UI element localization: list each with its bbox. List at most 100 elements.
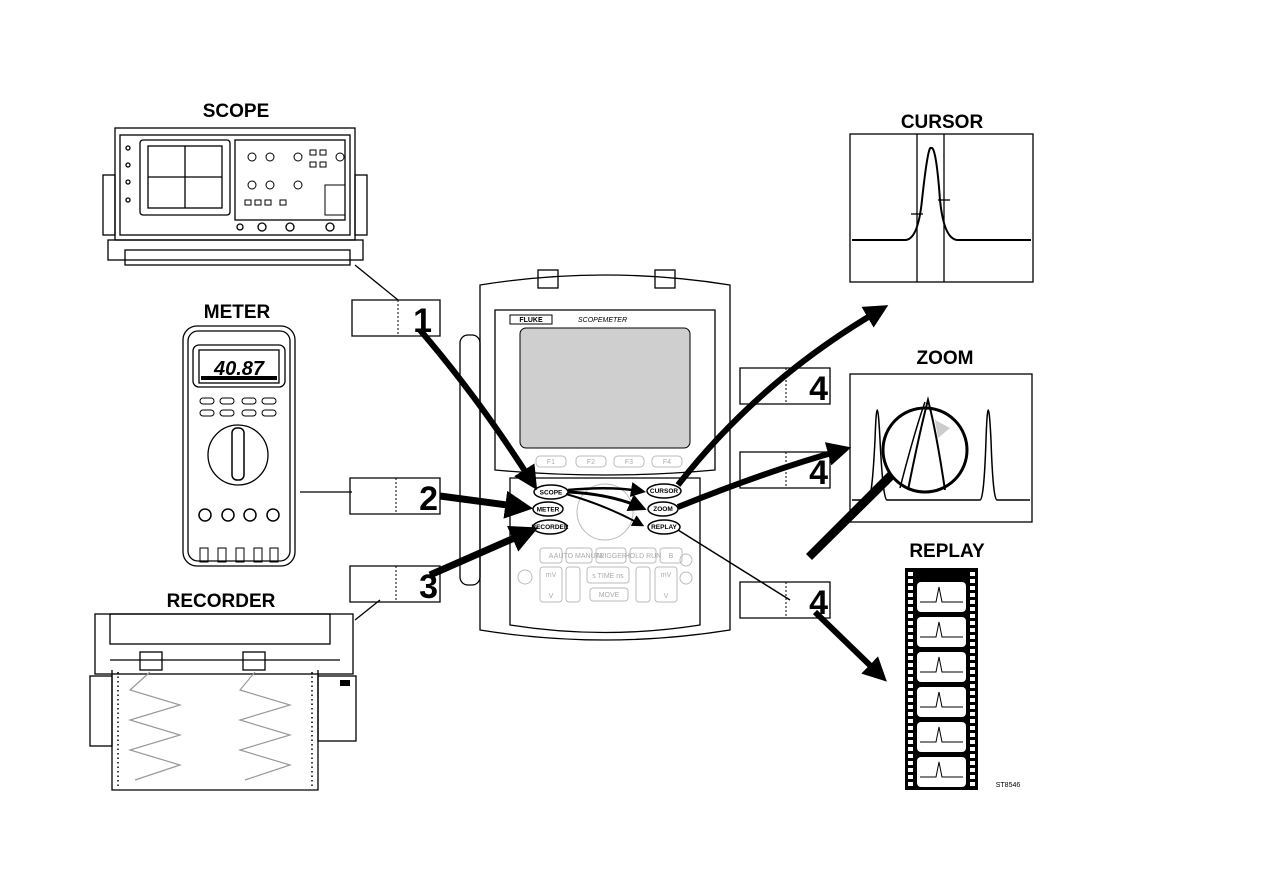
meter-button[interactable]: METER [532, 501, 564, 517]
film-perforation [970, 691, 975, 695]
zoom-button[interactable]: ZOOM [647, 501, 679, 517]
frame-waveform [920, 586, 963, 603]
arrow-scope-to-replay [565, 493, 645, 527]
film-perforation [908, 586, 913, 590]
chart-recorder-illustration [89, 613, 357, 791]
film-perforation [970, 607, 975, 611]
film-perforation [970, 768, 975, 772]
mv-left-label: mV [546, 572, 557, 579]
time-key[interactable] [586, 566, 630, 584]
meter-display-value: 40.87 [213, 358, 265, 380]
film-perforation [970, 719, 975, 723]
zoom-button-label: ZOOM [653, 506, 673, 513]
move-b-key[interactable] [635, 566, 651, 603]
time-label: s TIME ns [592, 573, 624, 580]
f1-key[interactable] [535, 455, 567, 468]
hold-run-key[interactable] [629, 547, 657, 564]
film-perforation [908, 635, 913, 639]
film-perforation [970, 600, 975, 604]
save-print-key[interactable] [679, 553, 693, 567]
cursor-button[interactable]: CURSOR [646, 483, 682, 499]
film-perforation [970, 775, 975, 779]
film-perforation [970, 586, 975, 590]
step-tab-2: 2 [349, 477, 441, 518]
film-perforation [970, 782, 975, 786]
zoom-view [806, 373, 1033, 560]
arrow-to-cursor-view [675, 305, 889, 487]
range-b-key[interactable] [654, 566, 678, 603]
film-perforation [970, 677, 975, 681]
film-perforation [970, 656, 975, 660]
scope-button-label: SCOPE [540, 490, 563, 497]
cursor-view [849, 133, 1034, 283]
film-perforation [908, 607, 913, 611]
trigger-label: TRIGGER [595, 553, 627, 560]
film-perforation [970, 740, 975, 744]
a-key[interactable] [539, 547, 563, 564]
film-perforation [908, 705, 913, 709]
film-perforation [908, 642, 913, 646]
cursor-title: CURSOR [901, 112, 984, 133]
v-left-label: V [549, 593, 554, 600]
step-number: 4 [809, 370, 828, 408]
arrow-to-recorder [428, 525, 539, 579]
film-perforation [908, 726, 913, 730]
f4-key[interactable] [651, 455, 683, 468]
film-perforation [908, 712, 913, 716]
trigger-key[interactable] [595, 547, 627, 564]
meter-title: METER [204, 302, 271, 323]
move-key[interactable] [589, 587, 629, 602]
scope-button[interactable]: SCOPE [533, 484, 569, 500]
v-right-label: V [664, 593, 669, 600]
mv-right-label: mV [661, 572, 672, 579]
f2-key[interactable] [575, 455, 607, 468]
film-perforation [970, 572, 975, 576]
power-button[interactable] [517, 569, 533, 585]
film-perforation [908, 761, 913, 765]
range-a-key[interactable] [539, 566, 563, 603]
film-perforation [908, 593, 913, 597]
keypad [517, 547, 693, 603]
arrow-to-zoom-view [676, 442, 852, 510]
keypad-labels: A AUTO MANUAL TRIGGER HOLD RUN B mV V s … [546, 553, 674, 600]
step-number: 4 [809, 454, 828, 492]
film-perforation [970, 712, 975, 716]
auto-manual-label: AUTO MANUAL [554, 553, 605, 560]
scope-title: SCOPE [203, 101, 270, 122]
function-keys: F1 F2 F3 F4 [535, 455, 683, 468]
recorder-button[interactable]: RECORDER [531, 519, 569, 535]
recorder-title: RECORDER [167, 591, 276, 612]
recorder-button-label: RECORDER [531, 524, 569, 531]
film-perforation [970, 733, 975, 737]
step-number: 2 [419, 480, 438, 518]
film-perforation [970, 754, 975, 758]
device-screen [519, 327, 691, 449]
f3-key[interactable] [613, 455, 645, 468]
arrow-pad[interactable] [576, 483, 634, 541]
film-perforation [908, 775, 913, 779]
user-key[interactable] [679, 571, 693, 585]
arrow-scope-to-cursor [567, 482, 646, 497]
step-tab-4-cursor: 4 [739, 367, 831, 408]
film-perforation [908, 684, 913, 688]
film-perforation [970, 642, 975, 646]
film-perforation [970, 698, 975, 702]
b-key-label: B [669, 553, 674, 560]
frame-waveform [920, 726, 963, 743]
film-perforation [970, 705, 975, 709]
auto-manual-key[interactable] [565, 547, 593, 564]
f4-label: F4 [663, 459, 671, 466]
step-number: 1 [413, 302, 432, 340]
film-perforation [970, 614, 975, 618]
film-perforation [970, 593, 975, 597]
figure-code: ST8546 [996, 782, 1021, 789]
film-perforation [908, 677, 913, 681]
film-perforation [908, 600, 913, 604]
replay-button[interactable]: REPLAY [647, 519, 681, 535]
film-perforation [970, 747, 975, 751]
film-perforation [970, 663, 975, 667]
film-perforation [908, 656, 913, 660]
move-a-key[interactable] [565, 566, 581, 603]
arrow-to-scope [417, 328, 538, 491]
film-perforation [908, 782, 913, 786]
